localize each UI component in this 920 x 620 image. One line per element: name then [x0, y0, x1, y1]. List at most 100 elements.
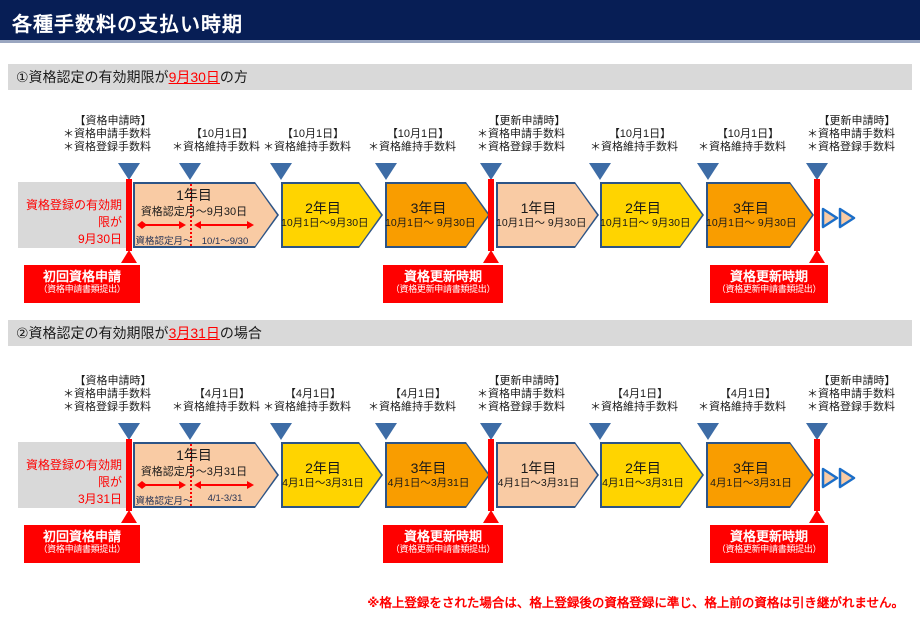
- section-2-prefix: ②資格認定の有効期限が: [16, 325, 169, 341]
- year2-arrow: 2年目 4月1日～3月31日: [600, 442, 704, 508]
- annotation-line: ＊資格登録手数料: [807, 401, 895, 413]
- fee-annotation: 【更新申請時】 ＊資格申請手数料 ＊資格登録手数料: [807, 115, 907, 154]
- badge-title: 資格更新時期: [729, 269, 808, 284]
- fee-annotation: 【4月1日】 ＊資格維持手数料: [590, 388, 690, 414]
- expiry-note-box: 資格登録の有効期限が 9月30日: [18, 182, 128, 248]
- up-pointer-icon: [809, 250, 825, 263]
- year-range: 4月1日～3月31日: [602, 477, 684, 490]
- deadline-red-bar: [814, 179, 820, 251]
- down-pointer-icon: [589, 423, 611, 440]
- annotation-line: ＊資格維持手数料: [172, 141, 260, 153]
- down-pointer-icon: [270, 163, 292, 180]
- year-range: 4月1日～3月31日: [710, 477, 792, 490]
- year1-arrow: 1年目 10月1日～ 9月30日: [496, 182, 599, 248]
- initial-application-badge: 初回資格申請 （資格申請書類提出）: [24, 265, 140, 303]
- year3-arrow: 3年目 4月1日～3月31日: [385, 442, 490, 508]
- badge-subtitle: （資格更新申請書類提出）: [716, 544, 822, 554]
- fee-annotation: 【10月1日】 ＊資格維持手数料: [590, 128, 690, 154]
- annotation-line: ＊資格維持手数料: [698, 141, 786, 153]
- badge-title: 資格更新時期: [403, 529, 482, 544]
- segment-label: 資格認定月～: [135, 496, 193, 507]
- fee-annotation: 【10月1日】 ＊資格維持手数料: [263, 128, 363, 154]
- year1-arrow-fill: [135, 184, 277, 246]
- fast-forward-icon: [821, 207, 856, 229]
- annotation-heading: 【更新申請時】: [818, 115, 896, 127]
- year-range: 10月1日～9月30日: [281, 217, 369, 230]
- segment-label: 10/1～9/30: [201, 236, 249, 247]
- annotation-heading: 【更新申請時】: [488, 375, 566, 387]
- section-2-heading: ②資格認定の有効期限が3月31日の場合: [8, 320, 912, 346]
- year3-arrow: 3年目 10月1日～ 9月30日: [706, 182, 814, 248]
- fee-annotation: 【資格申請時】 ＊資格申請手数料 ＊資格登録手数料: [63, 115, 163, 154]
- renewal-period-badge: 資格更新時期 （資格更新申請書類提出）: [710, 525, 828, 563]
- renewal-period-badge: 資格更新時期 （資格更新申請書類提出）: [383, 265, 503, 303]
- badge-subtitle: （資格更新申請書類提出）: [716, 284, 822, 294]
- year3-arrow: 3年目 4月1日～3月31日: [706, 442, 814, 508]
- annotation-line: ＊資格維持手数料: [590, 401, 678, 413]
- annotation-line: ＊資格申請手数料: [63, 388, 151, 400]
- annotation-line: ＊資格維持手数料: [368, 401, 456, 413]
- year1-arrow-fill: [498, 444, 597, 506]
- year-label: 3年目: [733, 200, 769, 217]
- year-range: 資格認定月～3月31日: [140, 466, 248, 478]
- annotation-line: ＊資格維持手数料: [263, 401, 351, 413]
- annotation-line: ＊資格登録手数料: [477, 401, 565, 413]
- year-range: 10月1日～ 9月30日: [706, 217, 797, 230]
- year1-arrow: 1年目 資格認定月～3月31日 資格認定月～ 4/1-3/31: [133, 442, 279, 508]
- year-label: 2年目: [305, 200, 341, 217]
- fee-annotation: 【4月1日】 ＊資格維持手数料: [172, 388, 272, 414]
- section-1-prefix: ①資格認定の有効期限が: [16, 69, 169, 85]
- down-pointer-icon: [480, 163, 502, 180]
- annotation-heading: 【10月1日】: [716, 128, 780, 140]
- annotation-heading: 【4月1日】: [719, 388, 777, 400]
- down-pointer-icon: [806, 423, 828, 440]
- down-pointer-icon: [118, 163, 140, 180]
- fast-forward-icon: [821, 467, 856, 489]
- annotation-heading: 【10月1日】: [281, 128, 345, 140]
- year2-arrow-fill: [283, 184, 381, 246]
- year-range: 4月1日～3月31日: [282, 477, 364, 490]
- year-range: 10月1日～ 9月30日: [385, 217, 476, 230]
- section-2-date: 3月31日: [168, 325, 220, 341]
- segment-label: 4/1-3/31: [207, 493, 243, 504]
- fee-annotation: 【資格申請時】 ＊資格申請手数料 ＊資格登録手数料: [63, 375, 163, 414]
- year3-arrow-fill: [708, 444, 812, 506]
- period-span-arrows-icon: [137, 479, 255, 491]
- down-pointer-icon: [697, 423, 719, 440]
- annotation-line: ＊資格維持手数料: [368, 141, 456, 153]
- period-divider-dotted-line: [190, 444, 192, 506]
- down-pointer-icon: [480, 423, 502, 440]
- renewal-period-badge: 資格更新時期 （資格更新申請書類提出）: [383, 525, 503, 563]
- deadline-red-bar: [488, 179, 494, 251]
- annotation-line: ＊資格申請手数料: [807, 128, 895, 140]
- year-range: 4月1日～3月31日: [497, 477, 580, 490]
- year-label: 1年目: [176, 187, 212, 203]
- section-1-suffix: の方: [219, 69, 248, 85]
- expiry-note-line: 3月31日: [77, 492, 122, 506]
- year2-arrow: 2年目 10月1日～9月30日: [281, 182, 383, 248]
- deadline-red-bar: [126, 179, 132, 251]
- page-title: 各種手数料の支払い時期: [12, 14, 243, 36]
- annotation-line: ＊資格維持手数料: [172, 401, 260, 413]
- annotation-heading: 【4月1日】: [389, 388, 447, 400]
- badge-title: 資格更新時期: [729, 529, 808, 544]
- year3-arrow: 3年目 10月1日～ 9月30日: [385, 182, 490, 248]
- expiry-note-line: 資格登録の有効期限が: [25, 198, 122, 229]
- title-bar: 各種手数料の支払い時期: [0, 0, 920, 43]
- period-span-arrows-icon: [137, 219, 255, 231]
- fee-annotation: 【4月1日】 ＊資格維持手数料: [263, 388, 363, 414]
- fee-annotation: 【更新申請時】 ＊資格申請手数料 ＊資格登録手数料: [477, 375, 577, 414]
- down-pointer-icon: [375, 163, 397, 180]
- initial-application-badge: 初回資格申請 （資格申請書類提出）: [24, 525, 140, 563]
- fee-annotation: 【4月1日】 ＊資格維持手数料: [698, 388, 798, 414]
- down-pointer-icon: [375, 423, 397, 440]
- year1-arrow: 1年目 資格認定月～9月30日 資格認定月～ 10/1～9/30: [133, 182, 279, 248]
- down-pointer-icon: [589, 163, 611, 180]
- badge-title: 初回資格申請: [42, 269, 121, 284]
- up-pointer-icon: [809, 510, 825, 523]
- timeline-sep30: 【資格申請時】 ＊資格申請手数料 ＊資格登録手数料 【10月1日】 ＊資格維持手…: [0, 108, 920, 358]
- fee-annotation: 【4月1日】 ＊資格維持手数料: [368, 388, 468, 414]
- year-range: 10月1日～ 9月30日: [600, 217, 691, 230]
- up-pointer-icon: [483, 510, 499, 523]
